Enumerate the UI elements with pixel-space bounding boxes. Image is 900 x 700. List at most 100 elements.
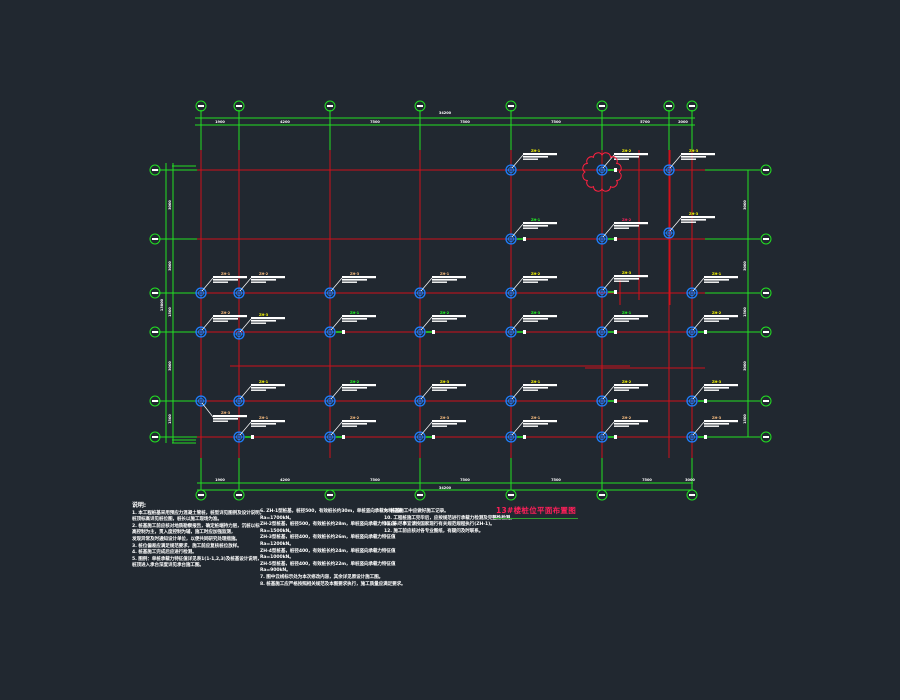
pile-type-tag: ZH-3 <box>689 149 699 153</box>
pile-leader-line <box>511 154 524 169</box>
note-line: 10. 工程桩施工完毕后，应按规范进行承载力检测及完整性检测。 <box>384 515 515 521</box>
pile-type-tag: ZH-3 <box>689 212 699 216</box>
axis-bubble-circle <box>663 100 675 112</box>
pile-leader-line <box>420 277 433 292</box>
pile-marker-block <box>432 330 435 334</box>
pile-23: ZH-2 <box>324 380 376 407</box>
pile-label-line <box>523 387 548 389</box>
pile-label-line <box>681 216 715 219</box>
note-line: ZH-2型桩基，桩径500，有效桩长约28m，单桩竖向承载力特征值 <box>260 522 396 528</box>
pile-28: ZH-1 <box>233 416 285 443</box>
axis-bubble-label-mark <box>236 105 242 107</box>
pile-label-line <box>213 318 238 320</box>
pile-label-line <box>342 318 367 320</box>
axis-bubble-label-mark <box>152 331 158 333</box>
pile-25: ZH-1 <box>505 380 557 407</box>
note-line: 9. 桩基施工中应做好施工记录。 <box>384 509 449 514</box>
axis-bubble-label-mark <box>763 436 769 438</box>
pile-label-line <box>523 279 548 281</box>
pile-label-line <box>432 389 447 391</box>
pile-type-tag: ZH-2 <box>259 272 269 276</box>
pile-21: ZH-3 <box>195 395 247 422</box>
pile-label-line <box>251 317 285 320</box>
note-line: 1. 本工程桩基采用预应力混凝土管桩，桩型详见图例及设计说明， <box>132 510 265 516</box>
axis-bubble-label-mark <box>152 400 158 402</box>
pile-label-line <box>432 318 457 320</box>
pile-label-line <box>614 320 629 322</box>
axis-bubble-bottom-7 <box>686 489 698 501</box>
pile-marker-block <box>523 435 526 439</box>
pile-16: ZH-1 <box>324 311 376 338</box>
pile-8: ZH-2 <box>233 272 285 299</box>
pile-label-line <box>681 156 706 158</box>
pile-leader-line <box>602 223 615 238</box>
axis-bubble-label-mark <box>763 238 769 240</box>
axis-bubble-circle <box>195 100 207 112</box>
pile-label-line <box>251 320 276 322</box>
pile-type-tag: ZH-3 <box>622 271 632 275</box>
pile-marker-block <box>614 330 617 334</box>
axis-bubble-bottom-4 <box>414 489 426 501</box>
pile-type-tag: ZH-2 <box>440 311 450 315</box>
pile-10: ZH-1 <box>414 272 466 299</box>
pile-label-line <box>342 389 357 391</box>
pile-leader-line <box>669 217 682 232</box>
pile-marker-block <box>523 237 526 241</box>
axis-bubble-label-mark <box>689 105 695 107</box>
note-line: 高控制为主，贯入度控制为辅，施工时应加强监测， <box>132 530 236 536</box>
pile-marker-block <box>342 330 345 334</box>
pile-type-tag: ZH-2 <box>350 380 360 384</box>
pile-label-line <box>523 384 557 387</box>
pile-label-line <box>614 158 629 160</box>
pile-20: ZH-2 <box>686 311 738 338</box>
pile-label-line <box>251 279 276 281</box>
axis-bubble-top-5 <box>505 100 517 112</box>
pile-label-line <box>251 276 285 279</box>
axis-bubble-top-4 <box>414 100 426 112</box>
pile-leader-line <box>330 316 343 331</box>
axis-bubble-right-A <box>760 164 772 176</box>
pile-label-line <box>523 222 557 225</box>
axis-bubble-circle <box>505 100 517 112</box>
pile-31: ZH-1 <box>505 416 557 443</box>
axis-bubble-label-mark <box>508 494 514 496</box>
pile-label-line <box>432 320 447 322</box>
note-line: 4. 桩基施工完成后应进行检测。 <box>132 550 197 556</box>
top-segment-dimension-text: 4200 <box>280 120 290 124</box>
pile-label-line <box>523 281 538 283</box>
bottom-segment-dimension-text: 7500 <box>460 478 470 482</box>
pile-1: ZH-1 <box>505 149 557 176</box>
axis-bubble-top-7 <box>663 100 675 112</box>
pile-label-line <box>704 387 729 389</box>
axis-bubble-top-3 <box>324 100 336 112</box>
axis-bubble-bottom-3 <box>324 489 336 501</box>
note-line: 6. ZH-1型桩基，桩径500，有效桩长约30m，单桩竖向承载力特征值 <box>260 509 402 514</box>
pile-19: ZH-1 <box>596 311 648 338</box>
pile-label-line <box>681 153 715 156</box>
pile-type-tag: ZH-2 <box>622 380 632 384</box>
pile-label-line <box>614 275 648 278</box>
pile-marker-block <box>614 399 617 403</box>
axis-bubble-top-1 <box>195 100 207 112</box>
pile-leader-line <box>602 316 615 331</box>
pile-type-tag: ZH-3 <box>440 380 450 384</box>
pile-3: ZH-3 <box>663 149 715 176</box>
axis-bubble-circle <box>760 164 772 176</box>
pile-leader-line <box>239 318 252 333</box>
axis-bubble-bottom-2 <box>233 489 245 501</box>
note-line: 3. 桩位偏差应满足规范要求，施工前应复核桩位放样。 <box>132 543 242 549</box>
pile-label-line <box>523 320 538 322</box>
pile-label-line <box>213 420 228 422</box>
left-segment-dimension-text: 3000 <box>168 261 172 271</box>
pile-type-tag: ZH-1 <box>221 272 231 276</box>
pile-leader-line <box>692 277 705 292</box>
pile-label-line <box>251 322 266 324</box>
title-underline <box>494 518 578 519</box>
pile-type-tag: ZH-2 <box>221 311 231 315</box>
pile-marker-block <box>614 290 617 294</box>
notes-column-3: 9. 桩基施工中应做好施工记录。 10. 工程桩施工完毕后，应按规范进行承载力检… <box>384 509 515 535</box>
axis-bubble-left-B <box>149 233 161 245</box>
axis-bubble-label-mark <box>152 292 158 294</box>
pile-label-line <box>614 225 639 227</box>
